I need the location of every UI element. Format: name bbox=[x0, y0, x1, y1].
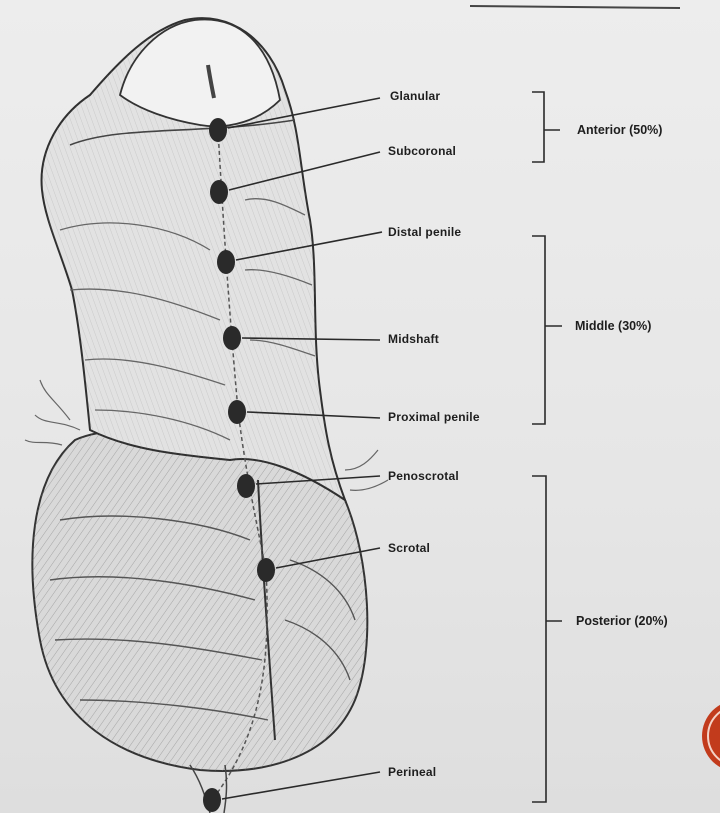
site-label-subcoronal: Subcoronal bbox=[388, 144, 456, 158]
site-label-scrotal: Scrotal bbox=[388, 541, 430, 555]
group-brackets bbox=[532, 92, 562, 802]
site-label-glanular: Glanular bbox=[390, 89, 440, 103]
bracket-posterior bbox=[532, 476, 562, 802]
marker-distal-penile bbox=[217, 250, 235, 274]
hair-strands-right bbox=[345, 450, 388, 490]
bracket-middle bbox=[532, 236, 562, 424]
marker-subcoronal bbox=[210, 180, 228, 204]
site-label-proximal-penile: Proximal penile bbox=[388, 410, 480, 424]
marker-proximal-penile bbox=[228, 400, 246, 424]
marker-perineal bbox=[203, 788, 221, 812]
group-label-anterior: Anterior (50%) bbox=[577, 123, 662, 137]
group-label-posterior: Posterior (20%) bbox=[576, 614, 668, 628]
group-label-middle: Middle (30%) bbox=[575, 319, 651, 333]
top-edge-line bbox=[470, 6, 680, 8]
hair-strands bbox=[25, 380, 80, 445]
marker-scrotal bbox=[257, 558, 275, 582]
marker-penoscrotal bbox=[237, 474, 255, 498]
site-label-midshaft: Midshaft bbox=[388, 332, 439, 346]
marker-midshaft bbox=[223, 326, 241, 350]
site-label-penoscrotal: Penoscrotal bbox=[388, 469, 459, 483]
marker-glanular bbox=[209, 118, 227, 142]
site-label-perineal: Perineal bbox=[388, 765, 436, 779]
corner-seal-icon bbox=[702, 700, 720, 772]
site-label-distal-penile: Distal penile bbox=[388, 225, 461, 239]
bracket-anterior bbox=[532, 92, 560, 162]
